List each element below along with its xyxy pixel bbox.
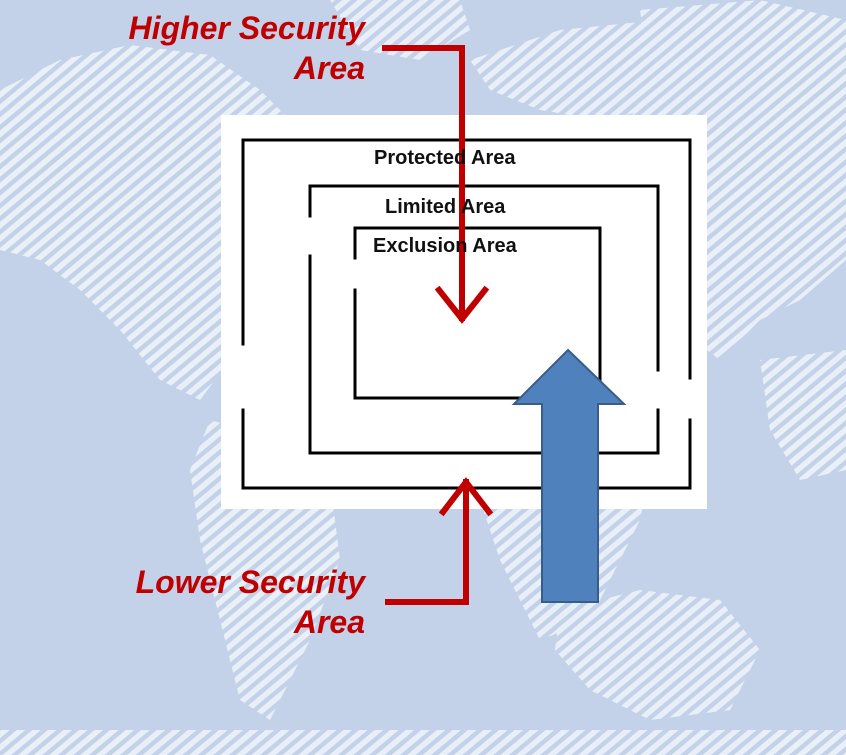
protected-area-label: Protected Area xyxy=(374,147,516,169)
higher-security-line2: Area xyxy=(293,50,365,86)
antarctica-shape xyxy=(0,730,846,755)
arrow-down-icon xyxy=(382,45,490,324)
limited-area-border xyxy=(308,184,660,455)
limited-area-label: Limited Area xyxy=(385,196,506,218)
higher-security-line1: Higher Security xyxy=(128,10,365,46)
exclusion-area-label: Exclusion Area xyxy=(373,235,517,257)
arrow-up-icon xyxy=(385,477,494,605)
australia-shape xyxy=(555,590,760,720)
lower-security-line2: Area xyxy=(293,604,365,640)
block-arrow-up-icon xyxy=(511,348,627,603)
lower-security-line1: Lower Security xyxy=(135,564,365,600)
lower-security-caption: Lower Security Area xyxy=(60,562,365,642)
higher-security-caption: Higher Security Area xyxy=(60,8,365,88)
east-asia-islands-shape xyxy=(760,350,846,480)
